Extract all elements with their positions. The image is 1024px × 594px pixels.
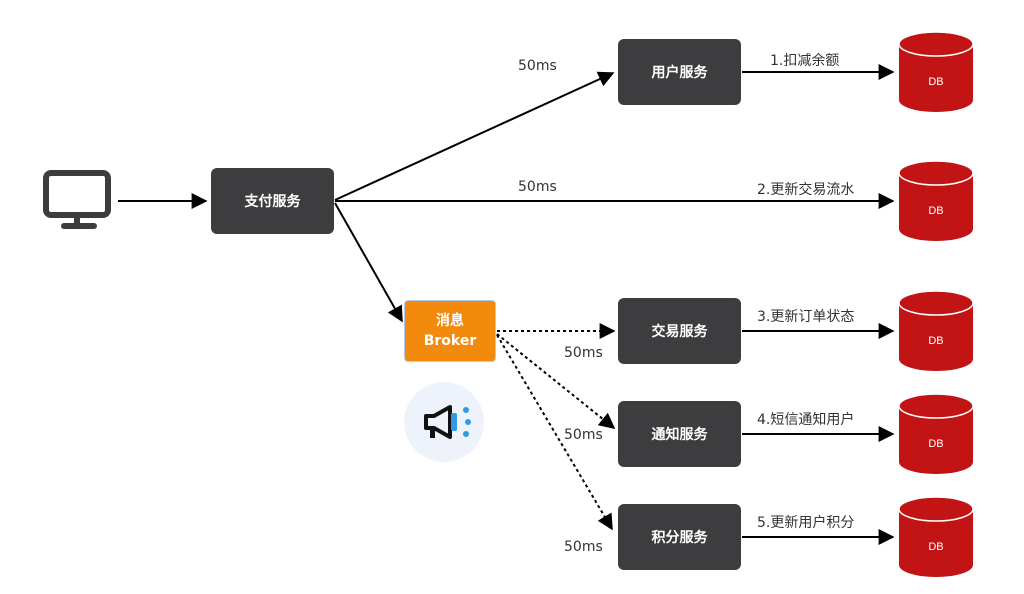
latency-label-notify: 50ms [564, 427, 603, 443]
database-icon [898, 393, 974, 474]
arrow-broker-to-points [496, 334, 613, 531]
database-icon [898, 496, 974, 577]
action-label-3: 3.更新订单状态 [757, 309, 855, 325]
database-5[interactable]: DB [898, 496, 974, 578]
user-service-label: 用户服务 [651, 65, 708, 81]
latency-label-user: 50ms [518, 58, 557, 74]
database-3[interactable]: DB [898, 290, 974, 372]
message-broker-node[interactable]: 消息 Broker [404, 300, 496, 362]
database-label: DB [928, 438, 944, 450]
points-service-label: 积分服务 [651, 530, 708, 546]
broker-label-line1: 消息 [436, 313, 464, 329]
user-service-node[interactable]: 用户服务 [618, 39, 741, 105]
monitor-icon [43, 170, 111, 229]
database-label: DB [928, 541, 944, 553]
action-label-5: 5.更新用户积分 [757, 515, 855, 531]
database-label: DB [928, 205, 944, 217]
database-label: DB [928, 76, 944, 88]
points-service-node[interactable]: 积分服务 [618, 504, 741, 570]
arrow-broker-to-notify [496, 333, 616, 430]
database-1[interactable]: DB [898, 31, 974, 113]
megaphone-badge [404, 382, 484, 462]
broker-label-line2: Broker [423, 333, 477, 349]
latency-label-points: 50ms [564, 539, 603, 555]
notify-service-node[interactable]: 通知服务 [618, 401, 741, 467]
action-label-1: 1.扣减余额 [770, 53, 840, 69]
database-2[interactable]: DB [898, 160, 974, 242]
notify-service-label: 通知服务 [651, 427, 708, 443]
database-icon [898, 290, 974, 371]
database-icon [898, 31, 974, 112]
payment-service-label: 支付服务 [244, 194, 301, 210]
arrow-payment-to-user [334, 71, 615, 201]
trade-service-node[interactable]: 交易服务 [618, 298, 741, 364]
database-label: DB [928, 335, 944, 347]
payment-service-node[interactable]: 支付服务 [211, 168, 334, 234]
database-4[interactable]: DB [898, 393, 974, 475]
action-label-2: 2.更新交易流水 [757, 182, 855, 198]
latency-label-trade: 50ms [564, 345, 603, 361]
latency-label-db2: 50ms [518, 179, 557, 195]
trade-service-label: 交易服务 [651, 324, 708, 340]
database-icon [898, 160, 974, 241]
action-label-4: 4.短信通知用户 [757, 412, 855, 428]
megaphone-icon [424, 405, 471, 439]
arrow-payment-to-broker [334, 202, 403, 323]
